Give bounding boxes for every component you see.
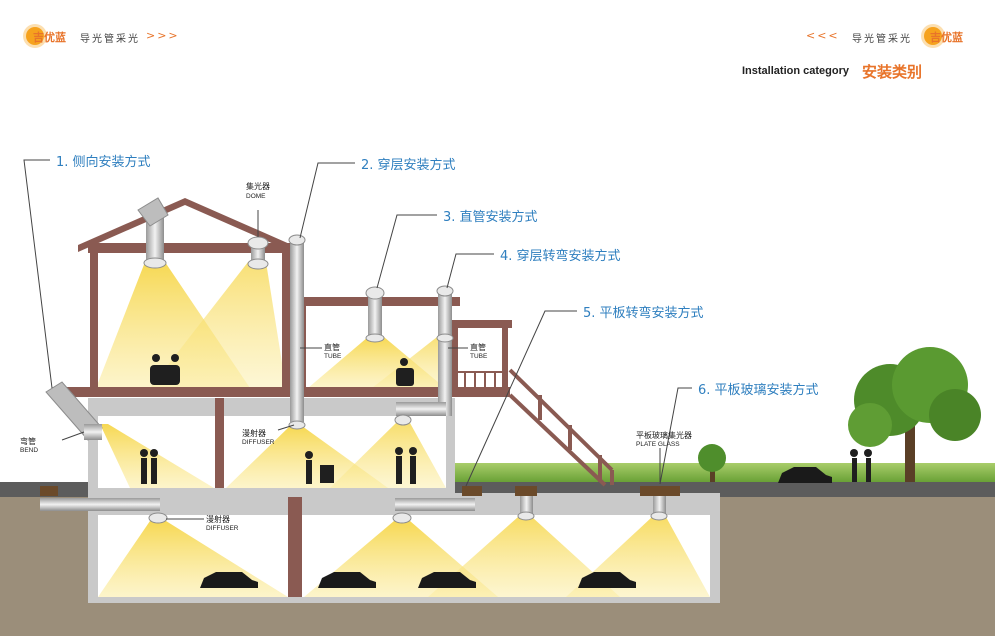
- tube-label-en-1: TUBE: [324, 353, 342, 360]
- brand-right: 吉优蓝: [930, 31, 963, 44]
- slogan-left: 导光管采光: [80, 34, 140, 45]
- ground-collectors: [40, 486, 680, 496]
- diffuser-label-en-2: DIFFUSER: [206, 525, 239, 532]
- stairs: [508, 368, 614, 487]
- brand-left: 吉优蓝: [33, 31, 66, 44]
- method-label-6: 6. 平板玻璃安装方式: [698, 383, 819, 398]
- dome-label-en: DOME: [246, 193, 266, 200]
- people-silhouettes: [140, 354, 872, 484]
- bend-label-en: BEND: [20, 447, 39, 454]
- bend-label-zh: 弯管: [20, 437, 36, 446]
- leader-lines: [23, 159, 692, 520]
- arrows-left: >>>: [146, 29, 180, 42]
- light-beams: [96, 262, 710, 597]
- diffusers: [143, 257, 668, 524]
- plate-glass-label-zh: 平板玻璃集光器: [636, 431, 692, 440]
- category-zh: 安装类别: [862, 63, 923, 81]
- plate-glass-label-en: PLATE GLASS: [636, 441, 680, 448]
- method-label-1: 1. 侧向安装方式: [56, 155, 151, 170]
- method-label-3: 3. 直管安装方式: [443, 210, 538, 225]
- diffuser-label-en-1: DIFFUSER: [242, 439, 275, 446]
- slogan-right: 导光管采光: [852, 34, 912, 45]
- sun-logo-icon: [26, 27, 44, 45]
- method-label-4: 4. 穿层转弯安装方式: [500, 249, 621, 264]
- tube-label-en-2: TUBE: [470, 353, 488, 360]
- cars: [200, 467, 832, 588]
- tube-label-zh-1: 直管: [324, 343, 340, 352]
- light-tubes: [40, 197, 666, 517]
- arrows-right: <<<: [806, 29, 840, 42]
- sun-logo-icon: [924, 27, 942, 45]
- method-label-2: 2. 穿层安装方式: [361, 158, 456, 173]
- tube-label-zh-2: 直管: [470, 343, 486, 352]
- diffuser-label-zh-1: 漫射器: [242, 429, 266, 438]
- trees: [698, 347, 981, 482]
- method-label-5: 5. 平板转弯安装方式: [583, 306, 704, 321]
- diffuser-label-zh-2: 漫射器: [206, 515, 230, 524]
- railing: [458, 371, 508, 388]
- category-en: Installation category: [742, 65, 849, 77]
- dome-label-zh: 集光器: [246, 182, 270, 191]
